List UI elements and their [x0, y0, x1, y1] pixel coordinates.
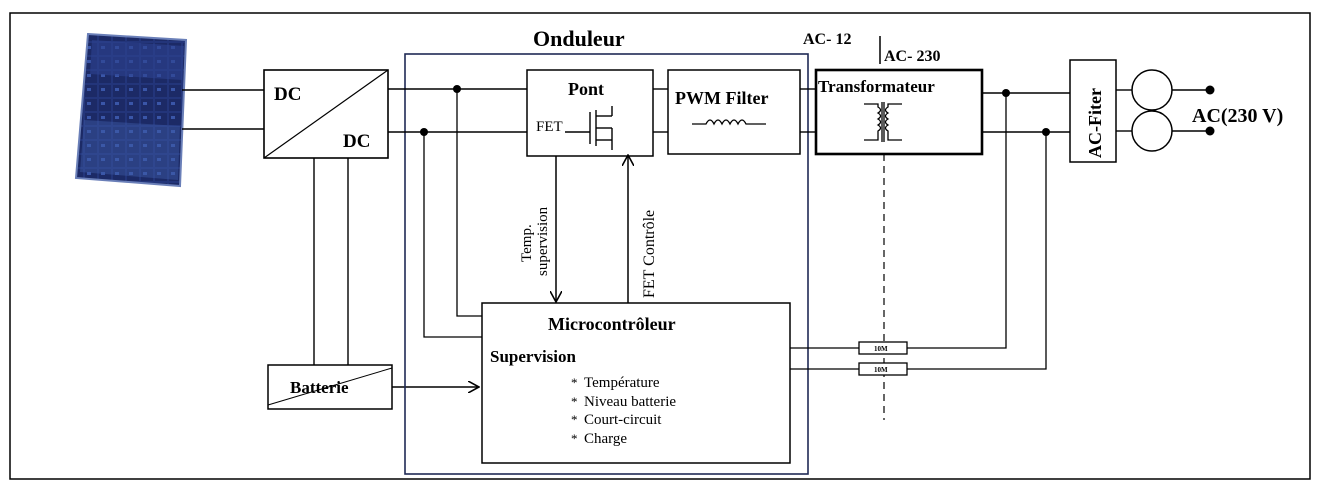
pwm-filter-block: PWM Filter — [668, 70, 800, 154]
supervision-item: Charge — [584, 431, 627, 447]
output-dot-bottom — [1206, 127, 1215, 136]
dc-dc-converter: DC DC — [264, 70, 388, 158]
ac-output-label: AC(230 V) — [1192, 105, 1283, 127]
dc-output-label: DC — [343, 131, 370, 152]
ac-filter-label: AC-Fiter — [1085, 88, 1105, 158]
ac-filter-block: AC-Fiter — [1070, 60, 1116, 162]
fet-label: FET — [536, 119, 563, 135]
microcontroller-title: Microcontrôleur — [548, 314, 676, 334]
wire-sense-bottom — [424, 132, 482, 337]
resistor-2-label: 10M — [874, 366, 888, 374]
supervision-heading: Supervision — [490, 347, 577, 366]
bullet-icon: * — [571, 394, 578, 409]
microcontroller-block: Microcontrôleur Supervision * Températur… — [482, 303, 790, 463]
pwm-filter-label: PWM Filter — [675, 88, 768, 108]
onduleur-title: Onduleur — [533, 26, 625, 51]
wire-feedback-bottom — [907, 132, 1046, 369]
temp-label: Temp. — [519, 224, 535, 262]
bullet-icon: * — [571, 431, 578, 446]
pont-label: Pont — [568, 79, 604, 99]
battery-label: Batterie — [290, 378, 349, 397]
output-terminal-circle-bottom — [1132, 111, 1172, 151]
resistor-1: 10M — [859, 342, 907, 354]
resistor-1-label: 10M — [874, 345, 888, 353]
supervision-item: Température — [584, 375, 660, 391]
supervision-item: Court-circuit — [584, 412, 662, 428]
wire-sense-top — [457, 89, 482, 316]
output-dot-top — [1206, 86, 1215, 95]
fet-controle-label: FET Contrôle — [641, 210, 658, 298]
battery-block: Batterie — [268, 365, 392, 409]
transformer-block: Transformateur — [816, 70, 982, 154]
supervision-vertical-label: supervision — [535, 206, 551, 276]
bullet-icon: * — [571, 412, 578, 427]
ac230-label: AC- 230 — [884, 48, 940, 65]
solar-panel-image — [76, 34, 186, 186]
transformer-label: Transformateur — [818, 77, 935, 96]
ac12-label: AC- 12 — [803, 31, 851, 48]
dc-input-label: DC — [274, 84, 301, 105]
output-terminal-circle-top — [1132, 70, 1172, 110]
pont-bridge-block: Pont FET — [527, 70, 653, 156]
bullet-icon: * — [571, 375, 578, 390]
supervision-item: Niveau batterie — [584, 394, 676, 410]
resistor-2: 10M — [859, 363, 907, 375]
